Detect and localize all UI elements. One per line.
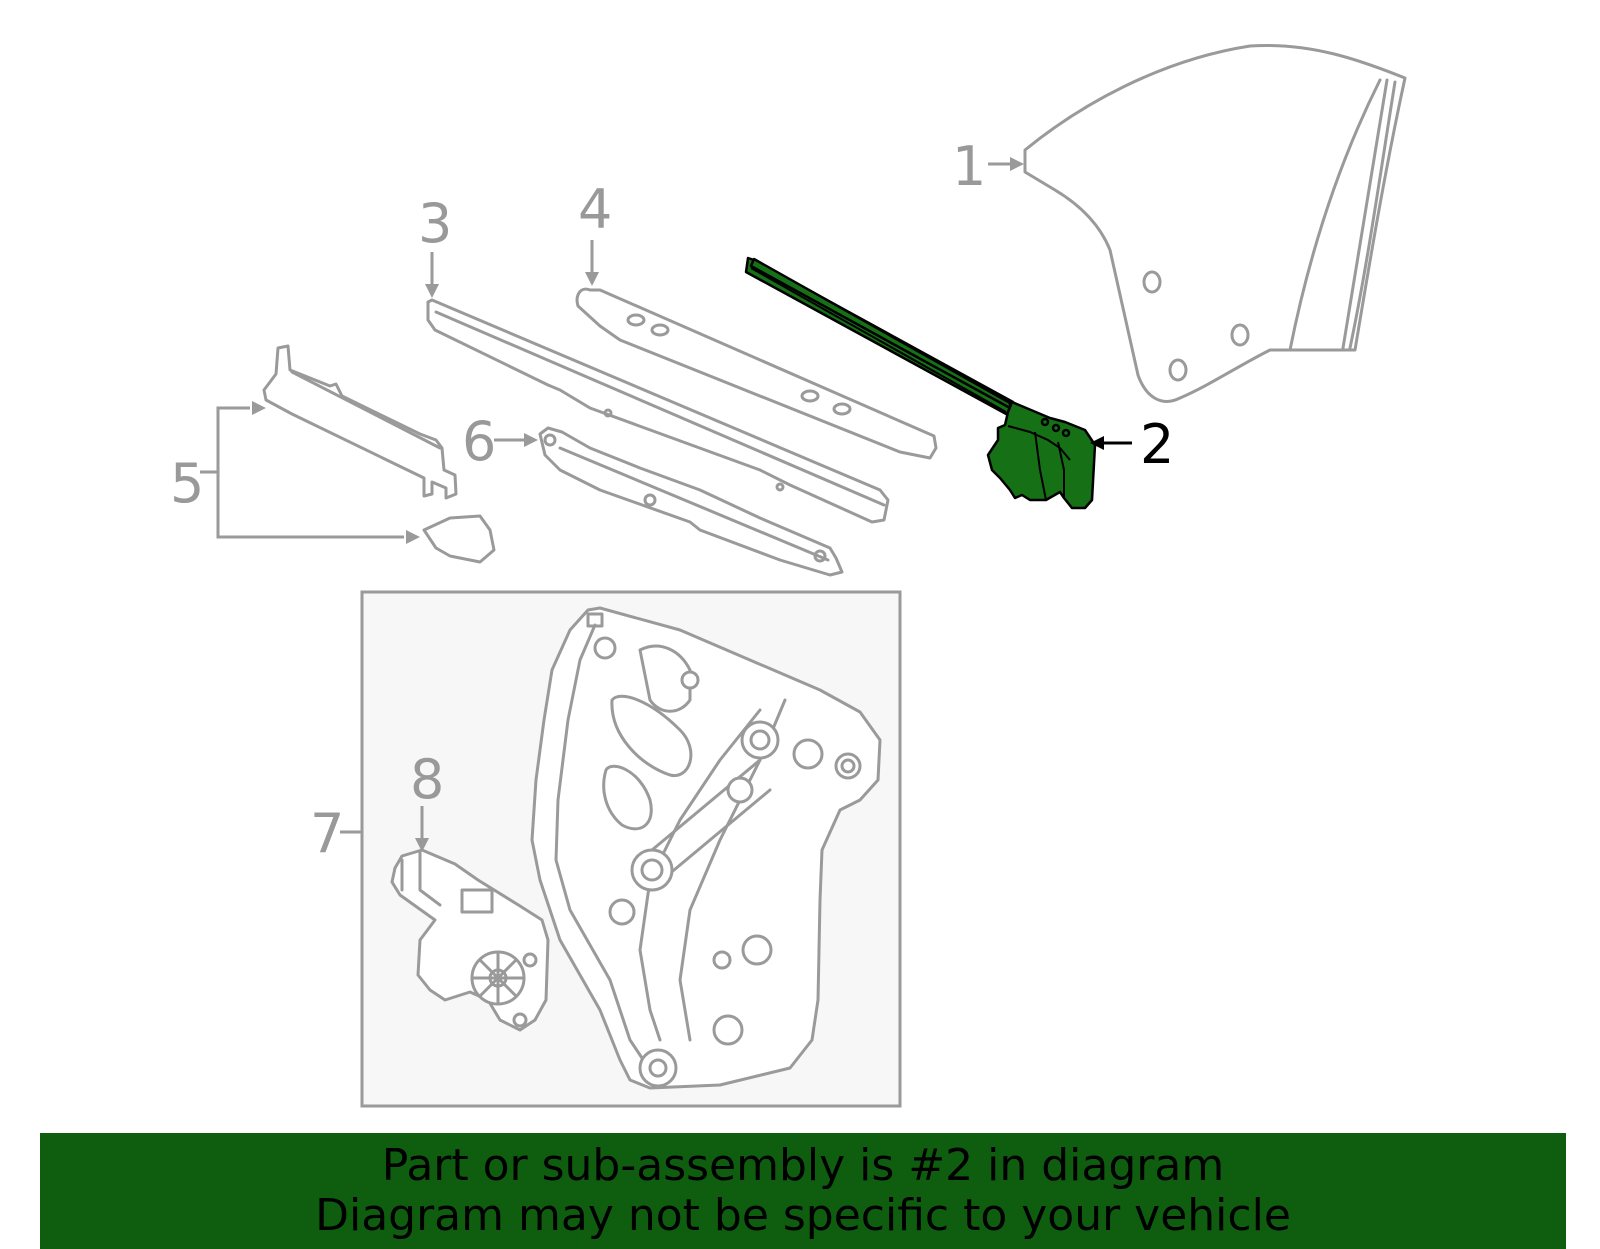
callout-8: 8 — [410, 748, 444, 852]
callout-1-label: 1 — [952, 135, 986, 198]
part-8-window-motor[interactable] — [390, 848, 550, 1032]
callout-4-label: 4 — [578, 178, 612, 241]
callout-6: 6 — [462, 410, 538, 473]
part-7-window-regulator[interactable] — [530, 606, 882, 1090]
part-1-door-glass[interactable] — [1023, 43, 1407, 403]
callout-8-label: 8 — [410, 748, 444, 811]
banner-line-2: Diagram may not be specific to your vehi… — [315, 1190, 1291, 1241]
part-3-rail-bracket[interactable] — [426, 298, 890, 524]
callout-3: 3 — [418, 192, 452, 298]
callout-2-label: 2 — [1140, 413, 1174, 476]
callout-1: 1 — [952, 135, 1024, 198]
callout-7-label: 7 — [310, 802, 344, 865]
banner-line-1: Part or sub-assembly is #2 in diagram — [381, 1140, 1225, 1191]
part-2-window-run-channel[interactable] — [744, 256, 1097, 510]
notice-banner: Part or sub-assembly is #2 in diagram Di… — [40, 1133, 1566, 1249]
callout-2: 2 — [1090, 413, 1174, 476]
part-5-guide-and-clip[interactable] — [262, 344, 496, 564]
part-6-lower-bracket[interactable] — [538, 426, 844, 577]
callout-4: 4 — [578, 178, 612, 286]
callout-3-label: 3 — [418, 192, 452, 255]
callout-5-label: 5 — [170, 452, 204, 515]
callout-6-label: 6 — [462, 410, 496, 473]
exploded-parts-diagram: 1 2 3 — [170, 43, 1407, 1108]
callout-7: 7 — [310, 802, 362, 865]
part-4-upper-bracket[interactable] — [575, 287, 938, 460]
callout-5: 5 — [170, 401, 420, 544]
